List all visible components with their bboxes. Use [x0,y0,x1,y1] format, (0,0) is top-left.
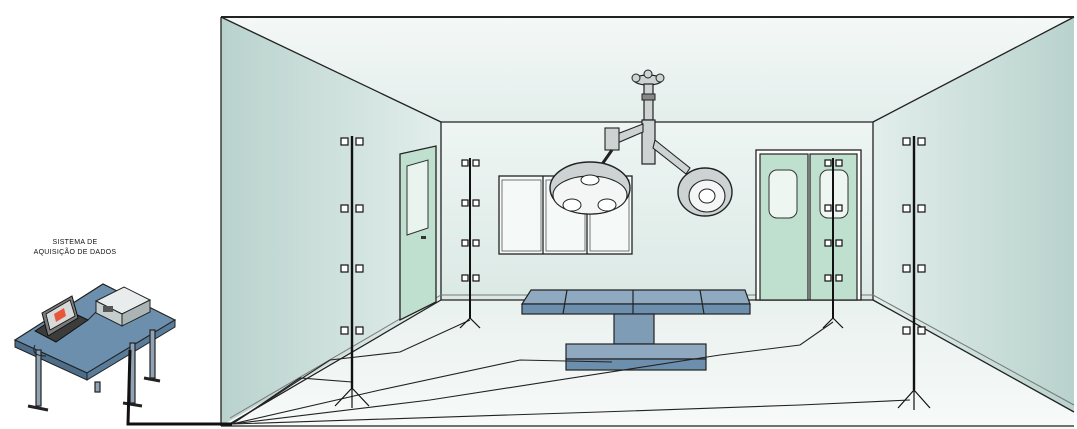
system-label-line1: SISTEMA DE [0,238,150,248]
data-acquisition-workstation-icon [15,284,232,424]
system-label: SISTEMA DE AQUISIÇÃO DE DADOS [0,238,150,258]
side-door [400,146,436,320]
double-door [756,150,861,300]
system-label-line2: AQUISIÇÃO DE DADOS [0,248,150,258]
